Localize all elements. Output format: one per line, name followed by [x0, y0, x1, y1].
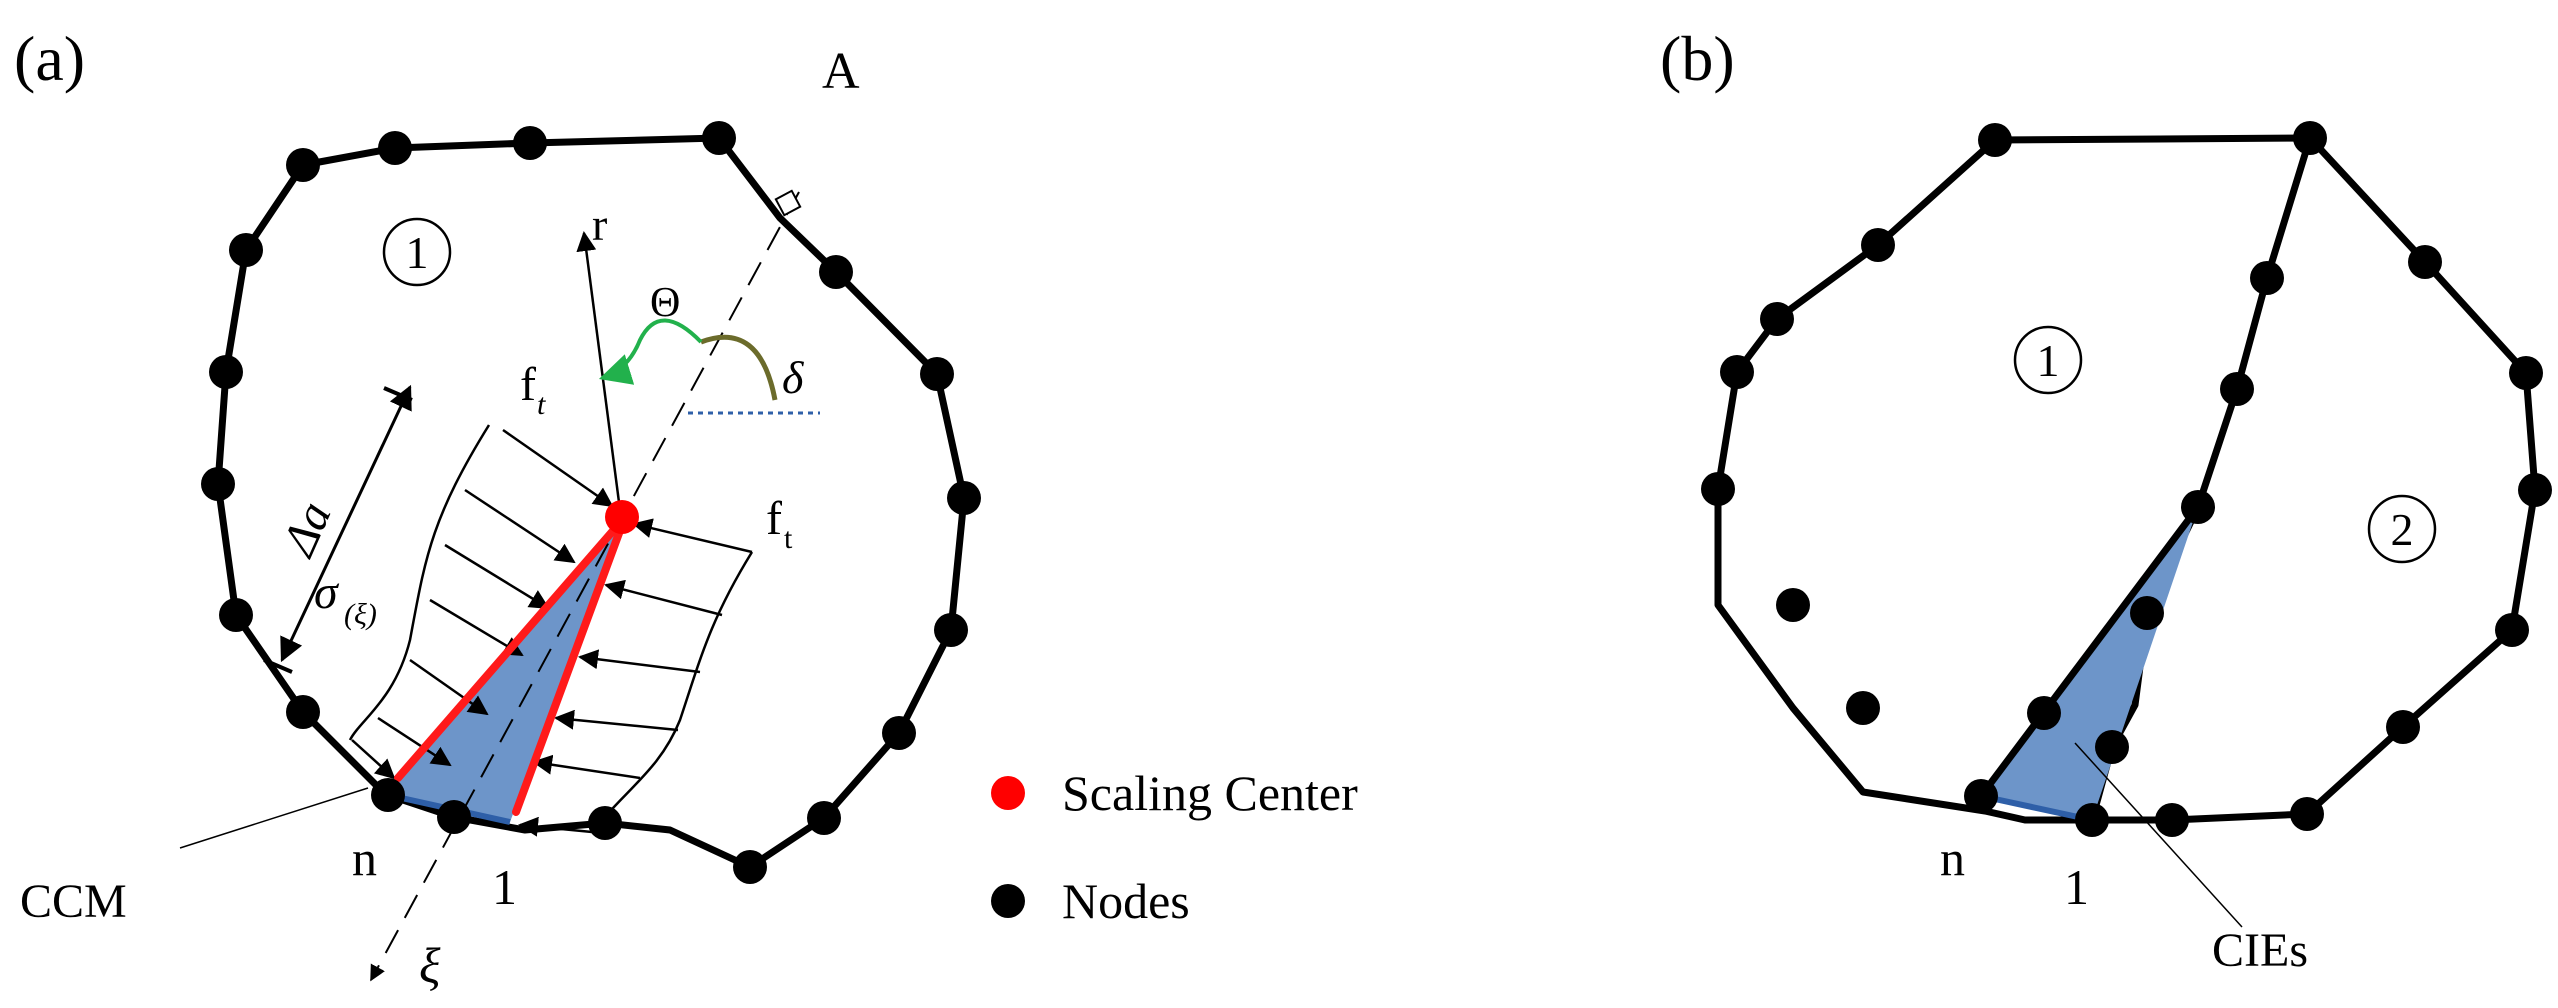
delta-label: δ: [782, 352, 804, 403]
crack-wedge-b: [1981, 507, 2198, 820]
crack-wedge: [388, 517, 624, 822]
legend-scaling-center-label: Scaling Center: [1062, 765, 1358, 821]
wedge-base-b: [1980, 793, 2093, 823]
traction-curve-right: [591, 551, 754, 833]
ft-label-left: f: [520, 358, 536, 411]
boundary-polygon-a: [214, 134, 968, 871]
ccm-leader: [179, 787, 369, 849]
theta-arc: [598, 318, 703, 385]
point-a-label: A: [822, 43, 860, 100]
boundary-nodes-a: [201, 121, 981, 884]
traction-arrows-left: [351, 428, 614, 780]
subdomain-2-circle-b: [2367, 494, 2437, 564]
point-a-marker: [774, 189, 802, 217]
legend-scaling-center-icon: [991, 776, 1025, 810]
legend-nodes-label: Nodes: [1062, 873, 1190, 929]
node-1-label-a: 1: [492, 859, 517, 915]
wedge-edge-b: [1978, 504, 2201, 799]
panel-a-label: (a): [14, 23, 85, 94]
cies-leader: [2074, 742, 2243, 928]
cies-label: CIEs: [2212, 924, 2308, 977]
panel-b: (b): [1660, 23, 2552, 977]
sigma-label: σ: [314, 566, 340, 619]
node-n-label-b: n: [1940, 830, 1965, 886]
ccm-label: CCM: [20, 875, 127, 928]
xi-axis-label: ξ: [419, 937, 441, 993]
delta-a-tick-bottom: [263, 658, 293, 674]
node-1-label-b: 1: [2064, 859, 2089, 915]
ft-label-right-sub: t: [784, 522, 793, 555]
node-n-label-a: n: [352, 830, 377, 886]
panel-a: (a): [14, 23, 981, 993]
scaling-center-a: [605, 500, 639, 534]
subdomain-1-label-a: 1: [406, 227, 429, 278]
traction-arrows-right: [518, 518, 753, 837]
boundary-nodes-b: [1701, 121, 2552, 837]
legend: Scaling Center Nodes: [991, 765, 1358, 929]
crack-face-lower: [512, 513, 629, 816]
delta-a-dimension: [280, 384, 412, 663]
traction-curve-left: [348, 424, 491, 741]
subdomain-1-circle-a: [382, 217, 452, 287]
delta-a-tick-top: [383, 386, 413, 402]
subdomain-1-circle-b: [2013, 325, 2083, 395]
panel-b-label: (b): [1660, 23, 1735, 94]
delta-arc: [700, 334, 778, 401]
theta-label: Θ: [650, 280, 680, 326]
subdomain-2-label-b: 2: [2391, 504, 2414, 555]
subdomain-1-label-b: 1: [2037, 335, 2060, 386]
r-axis-label: r: [592, 199, 607, 250]
ft-label-right: f: [766, 492, 782, 545]
ft-label-left-sub: t: [537, 388, 546, 421]
legend-node-icon: [991, 884, 1025, 918]
xi-axis-line: [370, 191, 800, 982]
sigma-subscript: (ξ): [344, 598, 377, 631]
crack-face-upper: [394, 513, 629, 782]
